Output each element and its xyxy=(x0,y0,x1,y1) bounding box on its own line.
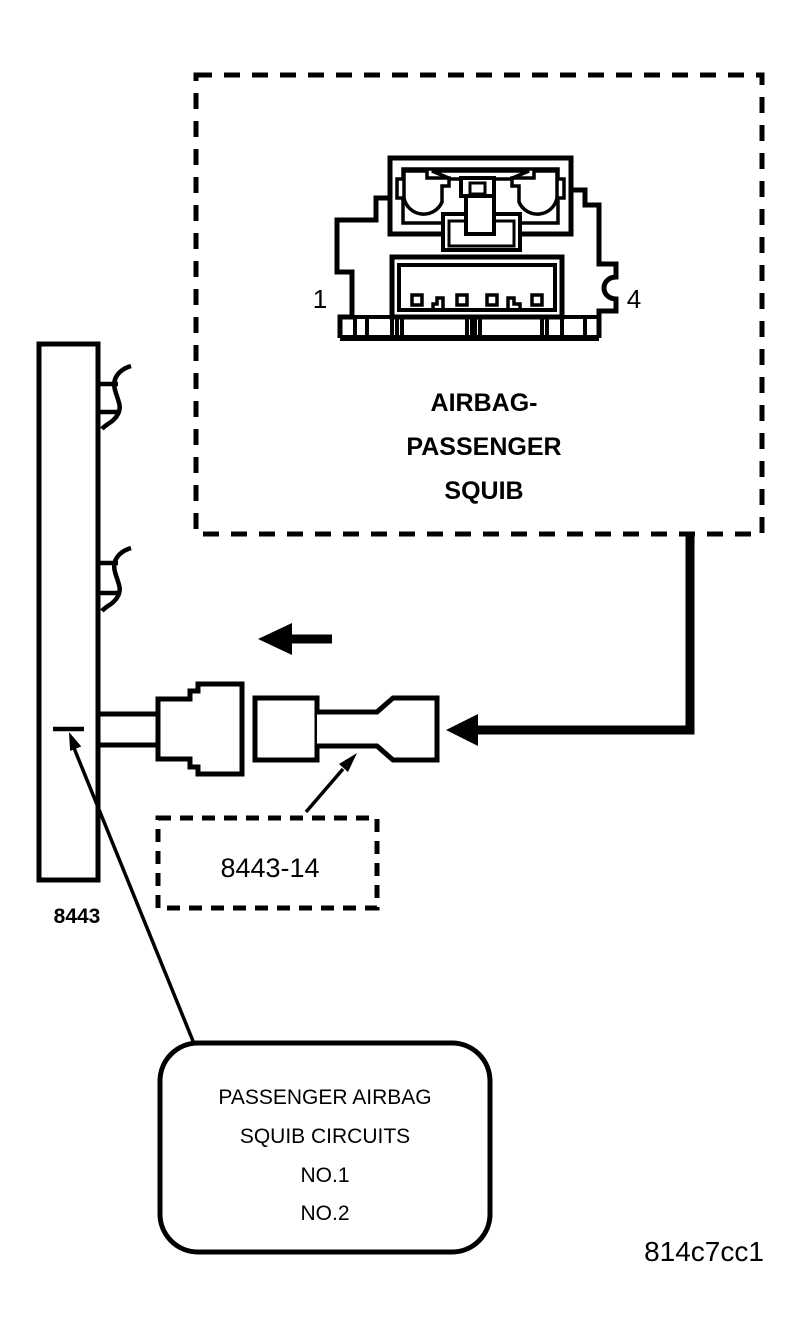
wire-lead xyxy=(446,534,695,746)
break-symbol-2-curve xyxy=(100,545,132,613)
harness-bar-body xyxy=(36,341,101,883)
right-ear xyxy=(510,169,559,216)
body-right-profile xyxy=(571,187,619,338)
connector-name-line3: SQUIB xyxy=(444,477,523,505)
latch-lower xyxy=(464,194,496,236)
harness-bar xyxy=(36,341,132,883)
callout-line1: PASSENGER AIRBAG xyxy=(218,1086,431,1109)
callout-bubble xyxy=(157,1040,493,1255)
harness-label: 8443 xyxy=(54,905,101,928)
left-ear xyxy=(402,169,451,216)
callout-line3: NO.1 xyxy=(300,1164,349,1187)
callout-arrowhead-icon xyxy=(69,732,82,751)
wire-lead-arrowhead-icon xyxy=(446,714,478,746)
service-tag-dashed-border xyxy=(155,815,380,911)
figure-code: 814c7cc1 xyxy=(644,1236,764,1267)
connector-detail-box xyxy=(193,72,765,537)
pin-4 xyxy=(530,293,544,307)
body-left-profile xyxy=(334,195,390,338)
disconnect-direction-arrow-icon xyxy=(258,623,332,655)
connector-name-label: AIRBAG- PASSENGER SQUIB xyxy=(406,389,561,505)
skirt-dividers xyxy=(353,317,587,338)
service-tag-label: 8443-14 xyxy=(220,853,319,883)
inline-connector-plug xyxy=(155,681,245,777)
socket-inner xyxy=(397,263,557,312)
callout-line2: SQUIB CIRCUITS xyxy=(240,1125,410,1148)
pin-2 xyxy=(455,293,469,307)
key-notch-left xyxy=(431,296,445,310)
pin-number-right: 4 xyxy=(627,284,641,314)
connector-face-drawing xyxy=(334,155,619,341)
break-symbol-1-curve xyxy=(100,363,132,431)
inline-connectors xyxy=(98,681,440,777)
dashed-border xyxy=(193,72,765,537)
connector-name-line2: PASSENGER xyxy=(406,433,561,461)
inline-terminal xyxy=(317,695,440,763)
circuit-callout: PASSENGER AIRBAG SQUIB CIRCUITS NO.1 NO.… xyxy=(69,732,493,1255)
wire-lead-line xyxy=(474,534,695,735)
service-tag-arrowhead-icon xyxy=(339,753,357,772)
pin-3 xyxy=(485,293,499,307)
connector-name-line1: AIRBAG- xyxy=(431,389,538,417)
service-tag-pointer-line xyxy=(304,767,345,814)
harness-wires xyxy=(98,711,158,748)
pin-number-left: 1 xyxy=(313,284,327,314)
callout-pointer-line xyxy=(72,747,197,1047)
latch-window xyxy=(468,181,487,196)
service-point-tag xyxy=(155,753,380,911)
key-notch-right xyxy=(506,296,522,310)
pin-1 xyxy=(410,293,424,307)
inline-connector-cap xyxy=(252,695,320,763)
callout-line4: NO.2 xyxy=(300,1202,349,1225)
